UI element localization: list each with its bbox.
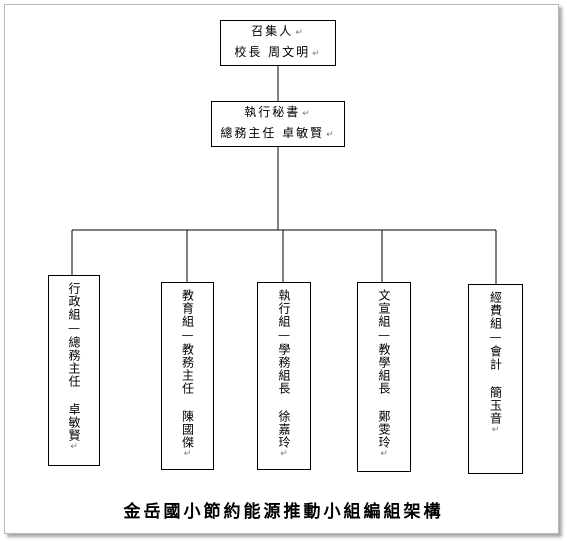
- group-label-education: 教育組—教務主任 陳國傑↵: [180, 289, 195, 460]
- paragraph-mark: ↵: [295, 28, 305, 38]
- group-label-administration: 行政組—總務主任 卓敏賢↵: [67, 282, 81, 453]
- group-box-administration: 行政組—總務主任 卓敏賢↵: [48, 275, 100, 466]
- convener-title: 召集人: [251, 24, 294, 38]
- group-box-execution: 執行組—學務組長 徐嘉玲↵: [257, 282, 311, 470]
- diagram-title: 金岳國小節約能源推動小組編組架構: [123, 502, 444, 522]
- group-label-execution: 執行組—學務組長 徐嘉玲↵: [277, 289, 291, 460]
- paragraph-mark: ↵: [379, 449, 389, 460]
- secretary-title-line: 執行秘書↵: [244, 103, 312, 124]
- paragraph-mark: ↵: [69, 442, 79, 453]
- convener-name: 校長 周文明: [234, 45, 311, 59]
- group-box-finance: 經費組—會計 簡玉音↵: [468, 284, 523, 474]
- group-label-finance: 經費組—會計 簡玉音↵: [488, 291, 503, 436]
- group-box-education: 教育組—教務主任 陳國傑↵: [161, 282, 214, 470]
- paragraph-mark: ↵: [490, 425, 501, 436]
- secretary-name: 總務主任 卓敏賢: [220, 126, 325, 140]
- convener-name-line: 校長 周文明↵: [234, 43, 321, 64]
- secretary-box: 執行秘書↵ 總務主任 卓敏賢↵: [211, 101, 345, 147]
- paragraph-mark: ↵: [326, 130, 336, 140]
- paragraph-mark: ↵: [182, 449, 193, 460]
- paragraph-mark: ↵: [312, 49, 322, 59]
- paragraph-mark: ↵: [279, 449, 289, 460]
- secretary-name-line: 總務主任 卓敏賢↵: [220, 124, 335, 145]
- group-box-publicity: 文宣組—教學組長 鄭雯玲↵: [357, 282, 411, 472]
- group-label-publicity: 文宣組—教學組長 鄭雯玲↵: [377, 289, 391, 460]
- paragraph-mark: ↵: [302, 109, 312, 119]
- convener-box: 召集人↵ 校長 周文明↵: [220, 20, 336, 66]
- secretary-title: 執行秘書: [244, 105, 301, 119]
- convener-title-line: 召集人↵: [251, 22, 305, 43]
